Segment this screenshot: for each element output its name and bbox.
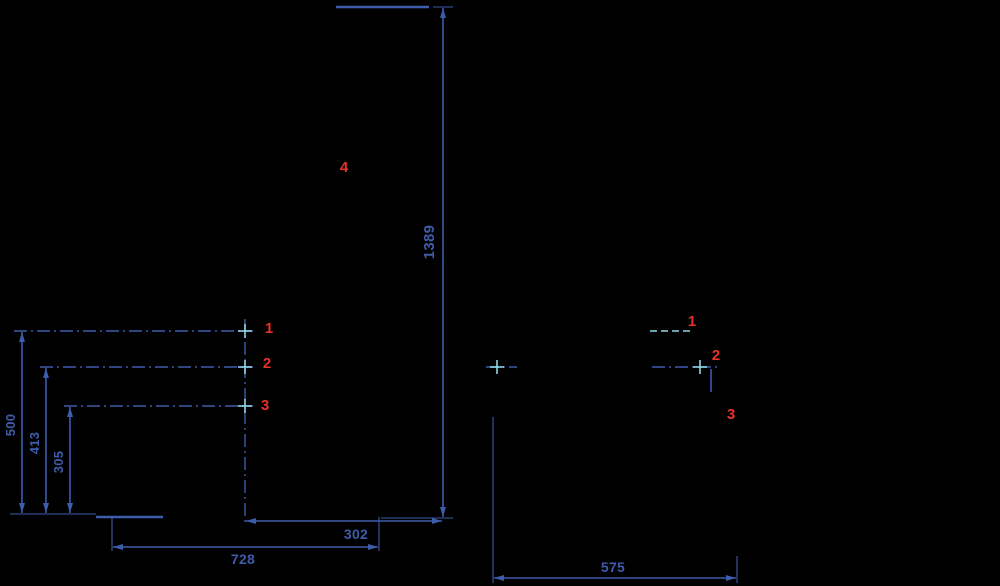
left-view: 1389 500 413 305	[3, 5, 453, 567]
callout-2-label: 2	[263, 355, 271, 372]
dim-text-level-low: 305	[51, 451, 66, 474]
callout-2-label: 2	[712, 347, 720, 364]
callout-1-label: 1	[265, 320, 273, 337]
dim-text-width: 575	[601, 559, 625, 575]
dim-text-width: 728	[231, 551, 255, 567]
right-view: 575 1 2 3	[486, 313, 738, 583]
dim-text-total-height: 1389	[421, 225, 438, 260]
callout-3-label: 3	[727, 406, 735, 423]
callout-4-label: 4	[340, 159, 349, 176]
dim-text-level-mid: 413	[27, 432, 42, 455]
callout-3-label: 3	[261, 397, 269, 414]
dim-text-offset: 302	[344, 526, 368, 542]
callout-1-label: 1	[688, 313, 696, 330]
dim-text-level-top: 500	[3, 414, 18, 437]
